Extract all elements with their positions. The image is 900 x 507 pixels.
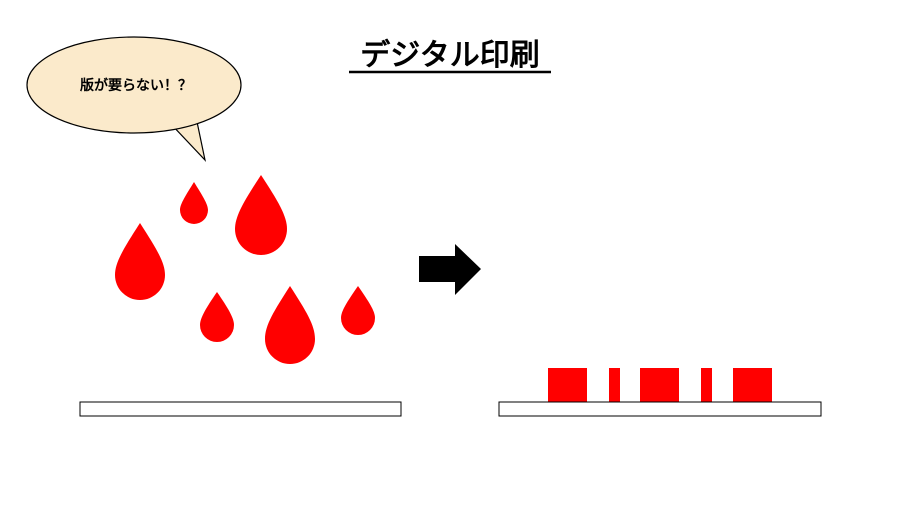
printed-ink-block bbox=[609, 368, 620, 402]
title-group: デジタル印刷 bbox=[349, 38, 551, 74]
speech-bubble-text: 版が要らない！？ bbox=[80, 77, 192, 94]
ink-drop-icon bbox=[235, 175, 287, 255]
printed-ink-block bbox=[701, 368, 712, 402]
ink-drop-icon bbox=[180, 182, 208, 224]
ink-drop-icon bbox=[265, 286, 315, 364]
paper-sheet-after bbox=[498, 401, 822, 417]
printed-ink-block bbox=[733, 368, 772, 402]
paper-sheet-before bbox=[79, 401, 402, 417]
page-title: デジタル印刷 bbox=[360, 38, 539, 73]
speech-bubble-body bbox=[26, 36, 242, 134]
arrow-right-icon bbox=[419, 244, 481, 295]
ink-drop-icon bbox=[115, 223, 165, 300]
speech-bubble: 版が要らない！？ bbox=[26, 36, 242, 162]
printed-ink-pattern bbox=[548, 368, 772, 402]
ink-drops bbox=[115, 175, 375, 364]
ink-drop-icon bbox=[341, 286, 375, 335]
printed-ink-block bbox=[548, 368, 587, 402]
ink-drop-icon bbox=[200, 292, 234, 342]
printed-ink-block bbox=[640, 368, 679, 402]
